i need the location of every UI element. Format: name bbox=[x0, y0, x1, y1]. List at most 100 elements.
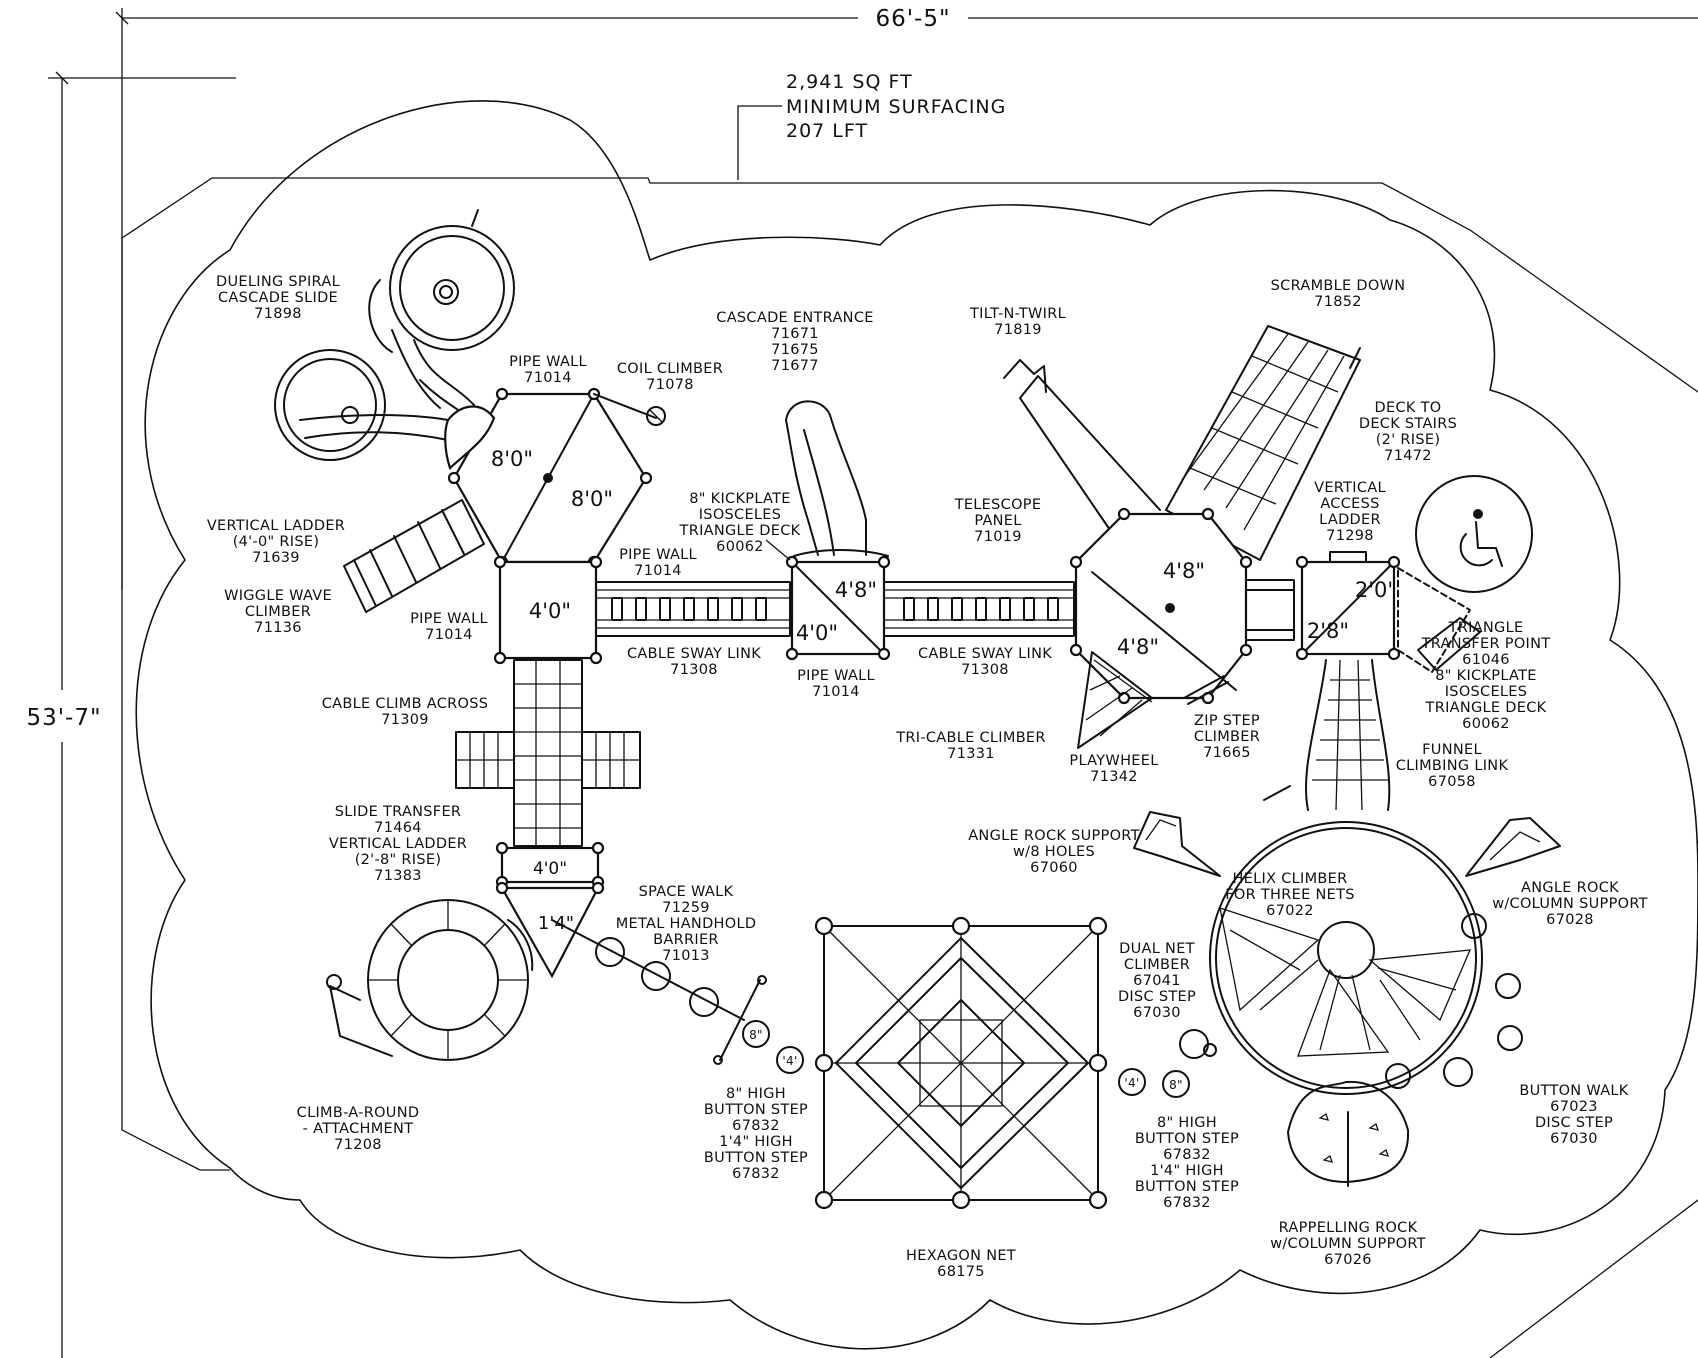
zip-step-climber-part bbox=[1183, 675, 1229, 705]
helix-climber-part bbox=[1209, 785, 1483, 1095]
label-line: 68175 bbox=[937, 1264, 985, 1280]
label-line: 67022 bbox=[1266, 903, 1314, 919]
slide-transfer-part: 4'0" 1'4" bbox=[495, 841, 605, 979]
surfacing-area: 2,941 SQ FT bbox=[786, 71, 913, 93]
label-line: 71639 bbox=[252, 550, 300, 566]
hex2-dim-b: 4'8" bbox=[1117, 635, 1159, 659]
label-line: 71014 bbox=[524, 370, 572, 386]
label-line: TRIANGLE DECK bbox=[1425, 700, 1547, 716]
label-line: CLIMBING LINK bbox=[1396, 758, 1509, 774]
label-line: 71208 bbox=[334, 1137, 382, 1153]
label-line: DISC STEP bbox=[1118, 989, 1196, 1005]
hex-dim-a: 8'0" bbox=[491, 447, 533, 471]
space-walk-part: 8" '4' '4' 8" bbox=[551, 919, 1190, 1098]
hexagon-net-part bbox=[814, 916, 1108, 1210]
label-line: COIL CLIMBER bbox=[617, 361, 723, 377]
label-line: 67030 bbox=[1133, 1005, 1181, 1021]
label-line: (2'-8" RISE) bbox=[355, 852, 442, 868]
label-line: 67030 bbox=[1550, 1131, 1598, 1147]
label-line: ACCESS bbox=[1320, 496, 1379, 512]
dimension-lines: 66'-5" 53'-7" bbox=[26, 6, 1698, 1358]
tilt-n-twirl-part bbox=[1003, 359, 1161, 531]
label-line: ANGLE ROCK bbox=[1521, 880, 1619, 896]
square-dim-left: 4'0" bbox=[529, 599, 571, 623]
label-line: SPACE WALK bbox=[639, 884, 734, 900]
label-line: 71308 bbox=[670, 662, 718, 678]
cable-sway-link-left bbox=[595, 581, 791, 637]
transfer-dim: 4'0" bbox=[533, 859, 567, 879]
label-line: SCRAMBLE DOWN bbox=[1271, 278, 1406, 294]
label-line: 71819 bbox=[994, 322, 1042, 338]
hex-deck-right: 4'8" 4'8" bbox=[1069, 507, 1253, 705]
label-line: 71014 bbox=[812, 684, 860, 700]
label-line: CABLE SWAY LINK bbox=[627, 646, 761, 662]
label-line: BUTTON STEP bbox=[704, 1150, 808, 1166]
label-line: 60062 bbox=[716, 539, 764, 555]
square-dim-right-b: 2'8" bbox=[1307, 619, 1349, 643]
label-line: 71464 bbox=[374, 820, 422, 836]
label-line: BARRIER bbox=[653, 932, 719, 948]
label-line: PIPE WALL bbox=[619, 547, 697, 563]
label-line: 71014 bbox=[634, 563, 682, 579]
label-line: 71671 bbox=[771, 326, 819, 342]
label-line: BUTTON STEP bbox=[704, 1102, 808, 1118]
label-line: 71665 bbox=[1203, 745, 1251, 761]
label-line: 67832 bbox=[732, 1166, 780, 1182]
button-dim-8-left: 8" bbox=[749, 1028, 763, 1042]
label-line: FOR THREE NETS bbox=[1225, 887, 1354, 903]
label-line: CASCADE SLIDE bbox=[218, 290, 338, 306]
label-line: DUAL NET bbox=[1119, 941, 1195, 957]
label-line: 67041 bbox=[1133, 973, 1181, 989]
label-line: (4'-0" RISE) bbox=[233, 534, 320, 550]
label-line: CLIMBER bbox=[1124, 957, 1190, 973]
label-line: VERTICAL bbox=[1314, 480, 1386, 496]
label-line: TRIANGLE DECK bbox=[679, 523, 801, 539]
surfacing-boundary bbox=[121, 177, 1698, 393]
label-line: 61046 bbox=[1462, 652, 1510, 668]
cable-climb-across-part bbox=[455, 659, 641, 847]
label-line: METAL HANDHOLD bbox=[616, 916, 757, 932]
label-line: RAPPELLING ROCK bbox=[1279, 1220, 1418, 1236]
label-line: (2' RISE) bbox=[1376, 432, 1441, 448]
label-line: 71308 bbox=[961, 662, 1009, 678]
label-line: 71019 bbox=[974, 529, 1022, 545]
label-line: PIPE WALL bbox=[410, 611, 488, 627]
label-line: DECK TO bbox=[1375, 400, 1442, 416]
button-dim-4-left: '4' bbox=[782, 1054, 797, 1068]
tri-dim-a: 4'8" bbox=[835, 578, 877, 602]
label-line: 67060 bbox=[1030, 860, 1078, 876]
label-line: 71898 bbox=[254, 306, 302, 322]
label-line: 71331 bbox=[947, 746, 995, 762]
label-line: CLIMBER bbox=[245, 604, 311, 620]
label-line: PIPE WALL bbox=[509, 354, 587, 370]
label-line: 67028 bbox=[1546, 912, 1594, 928]
label-line: DECK STAIRS bbox=[1359, 416, 1457, 432]
label-line: CLIMBER bbox=[1194, 729, 1260, 745]
dueling-spiral-slide bbox=[274, 209, 515, 461]
label-line: 71852 bbox=[1314, 294, 1362, 310]
label-line: PANEL bbox=[974, 513, 1021, 529]
cable-sway-link-right bbox=[883, 581, 1075, 637]
label-line: TRI-CABLE CLIMBER bbox=[895, 730, 1046, 746]
cascade-entrance-slide bbox=[785, 400, 889, 563]
label-line: CASCADE ENTRANCE bbox=[716, 310, 873, 326]
surfacing-length: 207 LFT bbox=[786, 120, 868, 142]
